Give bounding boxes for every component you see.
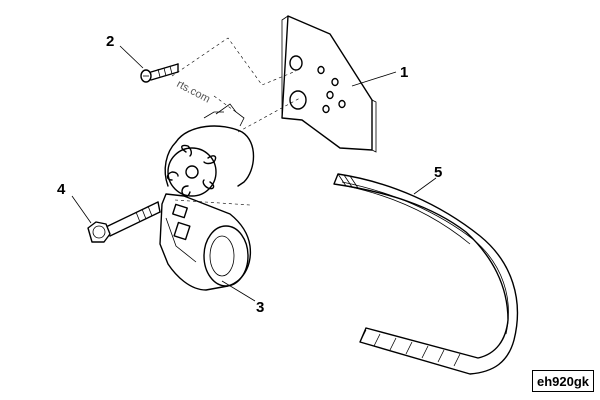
- mounting-plate: [281, 15, 377, 153]
- callout-2: 2: [106, 33, 114, 50]
- callout-leaders: [71, 45, 437, 302]
- callout-1: 1: [400, 64, 408, 81]
- screw: [140, 63, 179, 83]
- callout-5: 5: [434, 164, 442, 181]
- bolt: [87, 201, 161, 243]
- assembly-guide-lines: [171, 37, 301, 206]
- watermark-text: rts.com: [175, 78, 212, 106]
- callout-3: 3: [256, 299, 264, 316]
- belt-tensioner: [159, 103, 255, 291]
- callout-4: 4: [57, 181, 66, 198]
- drive-belt: [333, 173, 519, 375]
- figure-code-label: eh920gk: [532, 370, 594, 392]
